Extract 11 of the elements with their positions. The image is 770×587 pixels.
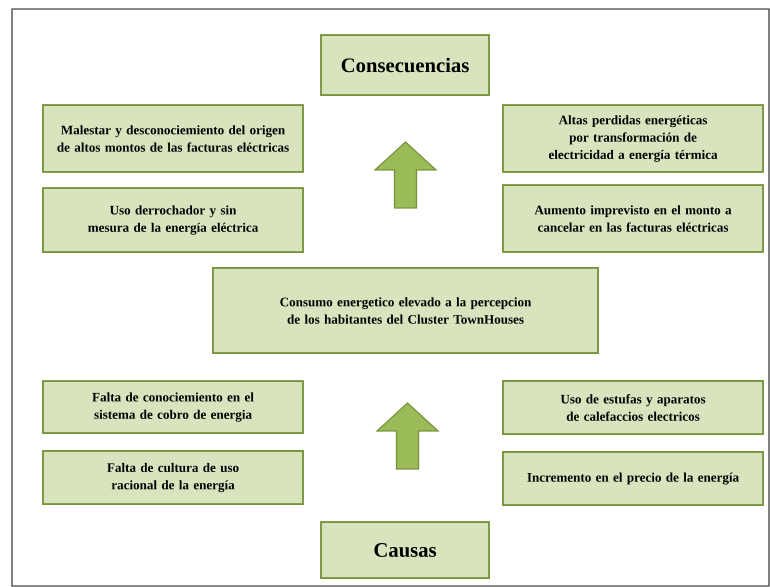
text-box: Altas perdidas energéticas por transformación de electricidad a energía térmica — [502, 104, 764, 173]
text-box: Aumento imprevisto en el monto a cancelar en las facturas eléctricas — [502, 184, 764, 253]
text-box: Falta de cultura de uso racional de la energía — [42, 450, 304, 505]
text-box: Malestar y desconociemiento del origen de altos montos de las facturas eléctricas — [42, 104, 304, 173]
heading-box: Causas — [320, 521, 490, 579]
text-box: Uso de estufas y aparatos de calefaccios electricos — [502, 380, 764, 435]
text-box: Incremento en el precio de la energía — [502, 451, 764, 506]
text-box: Uso derrochador y sin mesura de la energía eléctrica — [42, 187, 304, 253]
heading-box: Consecuencias — [320, 34, 490, 96]
text-box: Falta de conociemiento en el sistema de cobro de energia — [42, 380, 304, 434]
problem-box: Consumo energetico elevado a la percepcion de los habitantes del Cluster TownHouses — [212, 267, 599, 354]
